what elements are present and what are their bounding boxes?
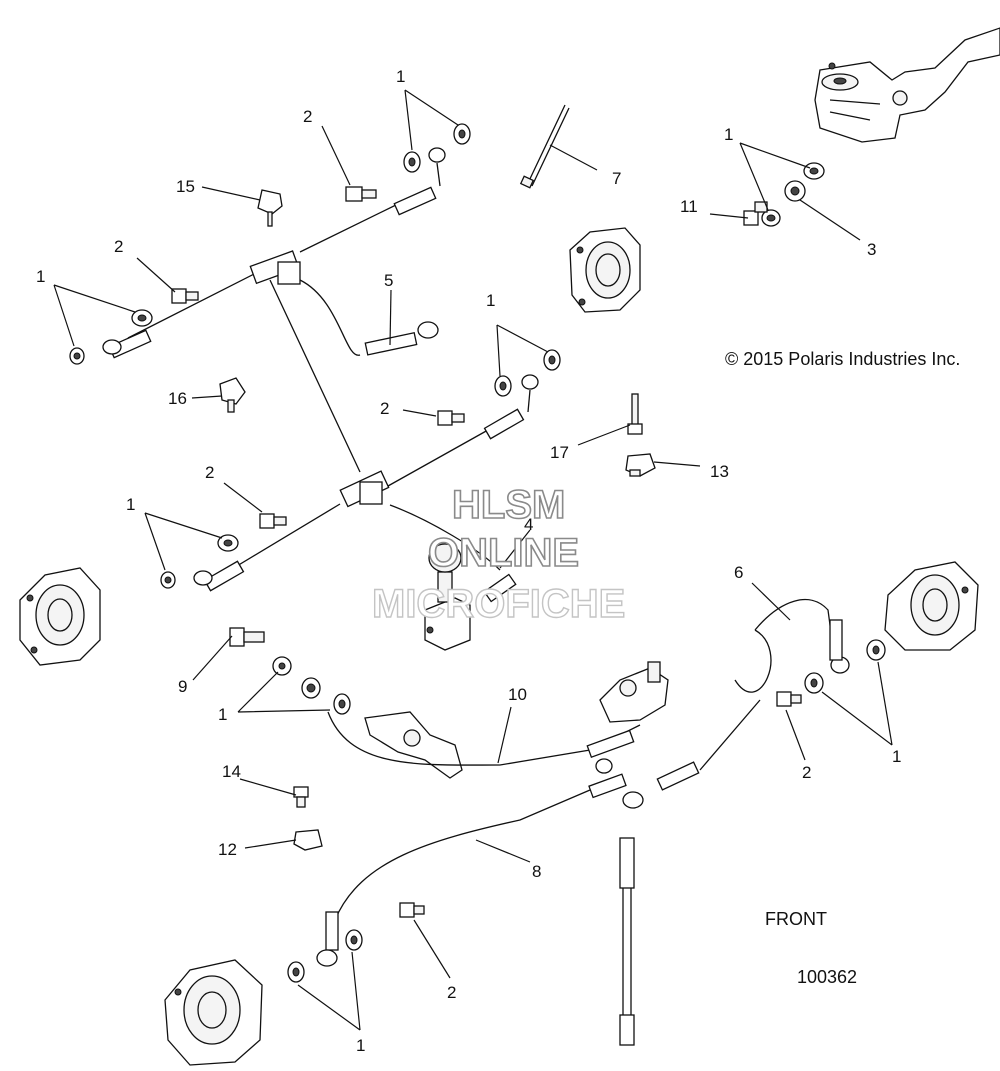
callout-1-bottom: 1 (356, 1036, 365, 1055)
part-6-fitting (656, 761, 700, 791)
clips (219, 377, 656, 851)
front-right-caliper (884, 561, 979, 651)
part-6-banjo (622, 791, 644, 809)
washers (69, 123, 886, 983)
watermark-line-3: MICROFICHE (372, 582, 625, 626)
part-6-line-lower (734, 629, 772, 693)
callout-15: 15 (176, 177, 195, 196)
front-brake-line-lower (193, 374, 539, 603)
callout-10: 10 (508, 685, 527, 704)
callout-1-rear: 1 (218, 705, 227, 724)
part-8-line (334, 789, 591, 921)
callout-11: 11 (680, 197, 698, 216)
part-7-tie (519, 104, 570, 189)
callout-4: 4 (524, 515, 533, 534)
callout-5: 5 (384, 271, 393, 290)
callout-17: 17 (550, 443, 569, 462)
watermark-line-2: ONLINE (428, 531, 579, 575)
leader-lines (53, 89, 893, 1031)
callout-2-top: 2 (303, 107, 312, 126)
callout-12: 12 (218, 840, 237, 859)
callout-2-mid: 2 (380, 399, 389, 418)
part-6-connector (699, 699, 761, 771)
callout-2-lower: 2 (205, 463, 214, 482)
callout-1-mid: 1 (486, 291, 495, 310)
part-6-line (754, 599, 833, 641)
callout-8: 8 (532, 862, 541, 881)
part-8-fitting (588, 773, 627, 799)
part-5-hose (364, 321, 439, 356)
callout-1-lower: 1 (126, 495, 135, 514)
part-10-fitting (586, 729, 635, 758)
brake-rod (619, 837, 635, 1046)
callout-3: 3 (867, 240, 876, 259)
rear-master-cylinder (364, 661, 669, 779)
proportioning-valve (424, 543, 471, 651)
front-left-caliper (19, 567, 101, 666)
part-6-fitting-top (829, 619, 843, 661)
watermark-line-1: HLSM (452, 483, 565, 527)
callout-16: 16 (168, 389, 187, 408)
callout-1-right: 1 (892, 747, 901, 766)
copyright-notice: © 2015 Polaris Industries Inc. (725, 349, 960, 369)
front-brake-line-upper (102, 147, 446, 359)
front-right-caliper-upper (569, 227, 641, 313)
part-10-line (327, 711, 641, 766)
callout-1-top: 1 (396, 67, 405, 86)
part-8-fitting-bottom (325, 911, 339, 951)
rear-caliper (164, 959, 263, 1066)
callout-14: 14 (222, 762, 241, 781)
part-8-banjo-bottom (316, 949, 338, 967)
callout-7: 7 (612, 169, 621, 188)
callout-9: 9 (178, 677, 187, 696)
callout-2-left: 2 (114, 237, 123, 256)
callout-2-right: 2 (802, 763, 811, 782)
callout-numbers: 1 2 15 2 1 5 7 1 11 3 16 1 2 17 13 2 1 4… (36, 67, 901, 1055)
front-direction-label: FRONT (765, 909, 827, 929)
master-cylinder (814, 27, 1000, 143)
cross-brake-line (269, 279, 361, 473)
watermark: HLSM ONLINE MICROFICHE (371, 482, 626, 627)
part-8-banjo (595, 758, 613, 774)
callout-2-bottom: 2 (447, 983, 456, 1002)
callout-1-master: 1 (724, 125, 733, 144)
diagram-number: 100362 (797, 967, 857, 987)
callout-1-left: 1 (36, 267, 45, 286)
callout-13: 13 (710, 462, 729, 481)
callout-6: 6 (734, 563, 743, 582)
